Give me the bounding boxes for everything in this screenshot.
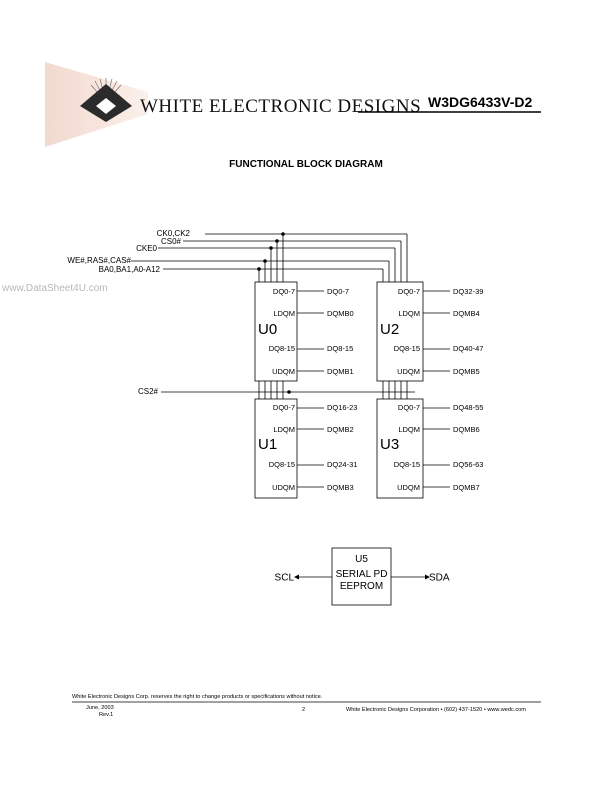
pin-label: DQ0-7 (273, 403, 295, 412)
footer-disclaimer: White Electronic Designs Corp. reserves … (72, 694, 323, 700)
signal-label: CS0# (161, 237, 182, 246)
company-logo (45, 62, 148, 147)
chip-u1-label: U1 (258, 436, 277, 453)
scl-label: SCL (275, 573, 295, 584)
signal-label-cs2: CS2# (138, 387, 159, 396)
signal-label: CKE0 (136, 244, 157, 253)
header-rule (358, 111, 541, 113)
pin-label: UDQM (397, 483, 420, 492)
chip-u3-box (376, 398, 424, 499)
output-label: DQ40-47 (453, 344, 483, 353)
footer-corporation: White Electronic Designs Corporation • (… (346, 707, 526, 713)
pin-label: UDQM (272, 483, 295, 492)
chip-u2-box (376, 281, 424, 382)
block-diagram: CK0,CK2 CS0# CKE0 WE#,RAS#,CAS# BA0,BA1,… (67, 229, 483, 606)
output-label: DQMB5 (453, 367, 480, 376)
pin-label: DQ8-15 (394, 460, 420, 469)
pin-label: DQ8-15 (394, 344, 420, 353)
pin-label: UDQM (272, 367, 295, 376)
pin-label: DQ0-7 (273, 287, 295, 296)
output-label: DQ0-7 (327, 287, 349, 296)
output-label: DQ56-63 (453, 460, 483, 469)
pin-label: LDQM (398, 309, 420, 318)
arrowheads (294, 574, 430, 580)
footer-rule (72, 701, 541, 703)
output-label: DQ16-23 (327, 403, 357, 412)
eeprom-label: SERIAL PD (336, 569, 388, 580)
eeprom-label: U5 (355, 554, 368, 565)
pin-label: LDQM (273, 425, 295, 434)
output-label: DQMB6 (453, 425, 480, 434)
junction-dots (257, 232, 291, 394)
output-label: DQMB0 (327, 309, 354, 318)
pin-label: DQ0-7 (398, 287, 420, 296)
output-label: DQ8-15 (327, 344, 353, 353)
pin-label: LDQM (273, 309, 295, 318)
signal-label: CK0,CK2 (157, 229, 191, 238)
part-number: W3DG6433V-D2 (428, 94, 533, 110)
output-label: DQ32-39 (453, 287, 483, 296)
pin-label: UDQM (397, 367, 420, 376)
footer-page-number: 2 (302, 707, 306, 713)
output-label: DQMB3 (327, 483, 354, 492)
sda-label: SDA (429, 573, 450, 584)
chip-u1-box (254, 398, 298, 499)
eeprom-box (331, 547, 392, 606)
pin-label: DQ0-7 (398, 403, 420, 412)
footer-date: June, 2003 (86, 705, 114, 711)
output-label: DQ24-31 (327, 460, 357, 469)
pin-label: DQ8-15 (269, 344, 295, 353)
chip-u3-label: U3 (380, 436, 399, 453)
logo-diamond-center (96, 98, 116, 114)
output-label: DQMB2 (327, 425, 354, 434)
chip-u0-label: U0 (258, 321, 277, 338)
output-label: DQMB1 (327, 367, 354, 376)
chip-u0-box (254, 281, 298, 382)
company-name: WHITE ELECTRONIC DESIGNS (140, 96, 422, 117)
pin-label: DQ8-15 (269, 460, 295, 469)
signal-label: WE#,RAS#,CAS# (67, 256, 131, 265)
footer-revision: Rev.1 (99, 712, 114, 718)
output-label: DQMB4 (453, 309, 480, 318)
watermark: www.DataSheet4U.com (2, 283, 108, 294)
output-label: DQ48-55 (453, 403, 483, 412)
pin-label: LDQM (398, 425, 420, 434)
output-label: DQMB7 (453, 483, 480, 492)
signal-label: BA0,BA1,A0-A12 (99, 265, 161, 274)
chip-u2-label: U2 (380, 321, 399, 338)
eeprom-label: EEPROM (340, 581, 383, 592)
diagram-title: FUNCTIONAL BLOCK DIAGRAM (229, 159, 383, 170)
